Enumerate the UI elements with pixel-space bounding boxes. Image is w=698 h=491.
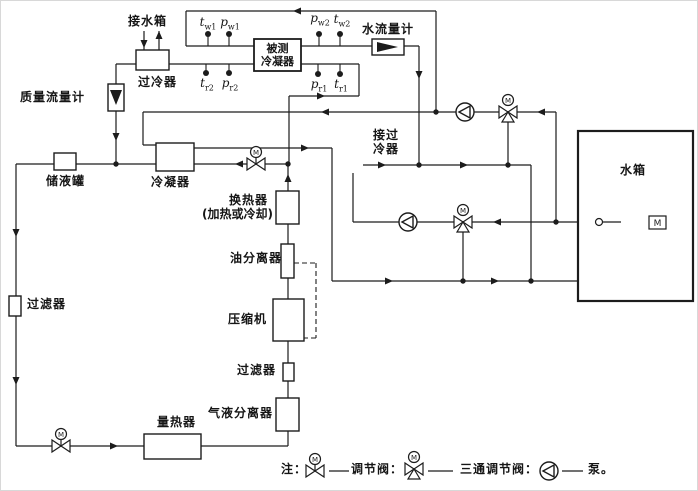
label-receiver: 储液罐 [46,174,86,188]
water-flow-meter-icon [371,38,405,56]
legend-regulating-valve-icon: M [305,452,325,479]
throttle-valve-icon: M [51,427,71,454]
subcooler-box [135,49,170,71]
legend-three-way-valve-icon: M [404,450,424,480]
pump-lower-icon [398,212,418,232]
label-suction-filter: 过滤器 [237,363,277,377]
sensor-label-pr1: pr1 [310,77,328,94]
three-way-valve-upper-icon: M [498,93,518,123]
svg-text:M: M [312,456,318,464]
svg-text:M: M [654,219,662,229]
svg-text:M: M [505,97,511,105]
test-condenser-box [253,38,302,72]
label-to-water-tank: 接水箱 [128,14,168,28]
label-water-tank: 水箱 [620,163,647,177]
legend-pump-icon [539,461,559,481]
sensor-taps [203,31,343,77]
legend-pump-label: 泵。 [588,462,615,476]
svg-text:M: M [460,207,466,215]
sensor-label-pw2: pw2 [310,11,330,28]
receiver-box [53,152,77,171]
sensor-label-tw1: tw1 [199,15,217,32]
tank-sensor-icon [594,217,621,227]
legend-note: 注： [281,462,308,476]
oil-separator-box [280,243,295,279]
sensor-label-tr1: tr1 [334,77,348,94]
three-way-valve-lower-icon: M [453,203,473,233]
flow-arrows [12,7,545,450]
label-gas-liquid-separator: 气液分离器 [208,406,274,420]
legend-three-way-valve-label: 三通调节阀： [460,462,539,476]
suction-filter-box [282,362,295,382]
label-to-subcooler-line2: 冷器 [373,142,400,156]
label-oil-separator: 油分离器 [230,251,283,265]
svg-text:M: M [411,454,417,462]
label-liquid-filter: 过滤器 [27,297,67,311]
junction-dots [113,109,559,284]
sensor-label-tw2: tw2 [333,12,351,29]
label-aux-condenser: 冷凝器 [151,175,191,189]
label-subcooler: 过冷器 [138,75,178,89]
expansion-valve-icon: M [246,145,266,172]
water-tank-box [576,129,695,303]
gas-liquid-separator-box [275,397,300,432]
oil-return-dashed-line [294,262,317,339]
label-test-condenser-line2: 冷凝器 [261,55,294,68]
compressor-box [272,298,305,342]
label-heat-exchanger: 换热器 [229,193,269,207]
svg-text:M: M [58,431,64,439]
label-to-subcooler-line1: 接过 [373,128,400,142]
water-piping [142,10,578,282]
label-compressor: 压缩机 [228,312,268,326]
label-calorimeter: 量热器 [157,415,197,429]
legend-regulating-valve-label: 调节阀： [351,462,404,476]
calorimeter-box [143,433,202,460]
heat-exchanger-box [275,190,300,225]
label-mass-flow-meter: 质量流量计 [20,90,86,104]
pump-upper-icon [455,102,475,122]
label-heat-exchanger-note: (加热或冷却) [202,207,273,221]
tank-motor-icon: M [648,215,667,230]
label-water-flow-meter: 水流量计 [362,22,415,36]
liquid-filter-box [8,295,22,317]
mass-flow-meter-icon [107,83,125,112]
aux-condenser-box [155,142,195,172]
svg-text:M: M [253,149,259,157]
refrigerant-piping [15,63,360,447]
sensor-label-tr2: tr2 [200,76,214,93]
sensor-label-pw1: pw1 [220,15,240,32]
sensor-label-pr2: pr2 [221,76,239,93]
label-test-condenser-line1: 被测 [266,42,289,55]
